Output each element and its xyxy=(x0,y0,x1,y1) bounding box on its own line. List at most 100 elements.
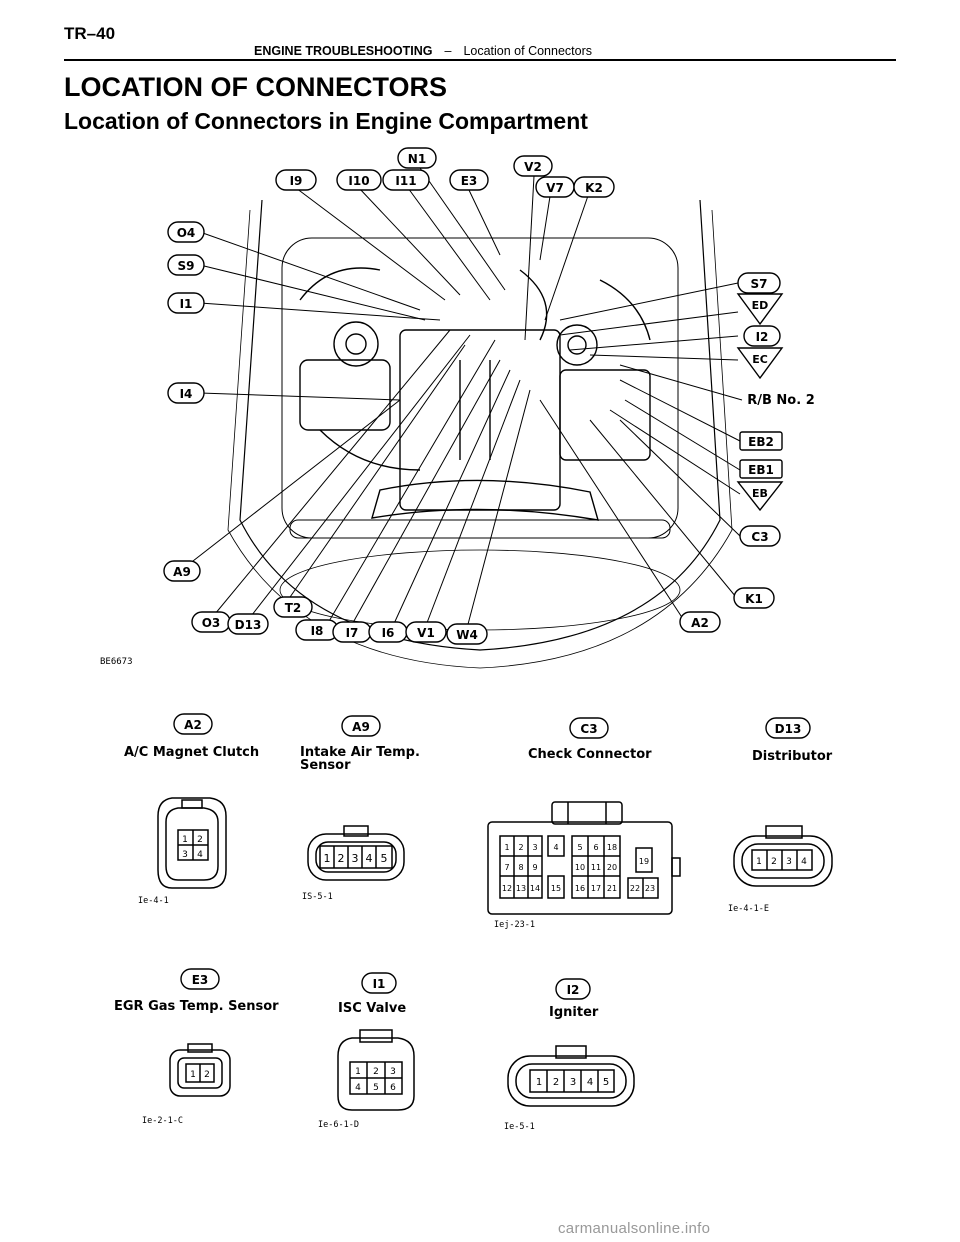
pin-I1-2: 2 xyxy=(373,1067,379,1077)
leader-lines xyxy=(183,167,743,629)
callout-S9: S9 xyxy=(178,259,195,273)
connector-code-I1: Ie-6-1-D xyxy=(318,1120,359,1130)
callout-ED: ED xyxy=(752,299,769,312)
callout-I2: I2 xyxy=(756,330,769,344)
connector-id-I1: I1 xyxy=(373,977,386,991)
pin-A9-2: 2 xyxy=(338,852,345,865)
pin-C3-9: 9 xyxy=(532,863,537,872)
pin-I2-4: 4 xyxy=(587,1077,593,1088)
pin-C3-18: 18 xyxy=(607,843,617,852)
pin-I2-2: 2 xyxy=(553,1077,559,1088)
pin-C3-6: 6 xyxy=(593,843,598,852)
section-header: ENGINE TROUBLESHOOTING–Location of Conne… xyxy=(254,44,592,58)
figure-code: BE6673 xyxy=(100,657,133,667)
pin-C3-10: 10 xyxy=(575,863,585,872)
footer-watermark: carmanualsonline.info xyxy=(558,1220,711,1237)
connector-id-pills xyxy=(173,713,811,1000)
callout-EC: EC xyxy=(752,353,768,366)
pin-C3-20: 20 xyxy=(607,863,617,872)
connector-name-C3: Check Connector xyxy=(528,747,652,762)
pin-E3-2: 2 xyxy=(204,1070,210,1080)
pin-A9-4: 4 xyxy=(366,852,373,865)
pin-C3-15: 15 xyxy=(551,884,561,893)
callout-I8: I8 xyxy=(311,624,324,638)
connector-name-A9: Intake Air Temp.Sensor xyxy=(300,746,420,772)
section-separator: – xyxy=(444,44,452,58)
pin-I1-6: 6 xyxy=(390,1083,396,1093)
connector-code-I2: Ie-5-1 xyxy=(504,1122,535,1132)
pin-I1-1: 1 xyxy=(355,1067,361,1077)
pin-A2-3: 3 xyxy=(182,850,188,860)
pin-A9-5: 5 xyxy=(381,852,388,865)
callout-W4: W4 xyxy=(456,628,478,642)
connector-code-D13: Ie-4-1-E xyxy=(728,904,769,914)
pin-I2-3: 3 xyxy=(570,1077,576,1088)
connector-A9-face xyxy=(307,825,405,881)
connector-C3-face xyxy=(487,801,681,915)
callout-shapes xyxy=(163,147,784,645)
callout-V7: V7 xyxy=(546,181,564,195)
connector-id-A9: A9 xyxy=(352,720,370,734)
pin-C3-17: 17 xyxy=(591,884,601,893)
connector-name-A2: A/C Magnet Clutch xyxy=(124,745,260,760)
callout-A2: A2 xyxy=(691,616,709,630)
callout-V2: V2 xyxy=(524,160,542,174)
callout-E3: E3 xyxy=(461,174,478,188)
pin-E3-1: 1 xyxy=(190,1070,196,1080)
connector-I1-face xyxy=(337,1029,415,1111)
connector-id-D13: D13 xyxy=(775,722,802,736)
callout-EB2: EB2 xyxy=(748,435,774,449)
pin-D13-1: 1 xyxy=(756,857,762,867)
connector-name-A9-line1: Intake Air Temp. xyxy=(300,745,420,760)
callout-RB-No2: R/B No. 2 xyxy=(747,393,815,408)
callout-N1: N1 xyxy=(408,152,426,166)
pin-C3-19: 19 xyxy=(639,857,649,866)
connector-id-I2: I2 xyxy=(567,983,580,997)
pin-C3-14: 14 xyxy=(530,884,540,893)
page-title: LOCATION OF CONNECTORS xyxy=(64,72,447,102)
pin-C3-3: 3 xyxy=(532,843,537,852)
pin-D13-2: 2 xyxy=(771,857,777,867)
pin-D13-3: 3 xyxy=(786,857,792,867)
pin-A9-3: 3 xyxy=(352,852,359,865)
connector-id-E3: E3 xyxy=(192,973,209,987)
callout-EB: EB xyxy=(752,487,768,500)
page-subtitle: Location of Connectors in Engine Compart… xyxy=(64,108,588,134)
connector-code-E3: Ie-2-1-C xyxy=(142,1116,183,1126)
pin-I1-5: 5 xyxy=(373,1083,379,1093)
callout-O3: O3 xyxy=(202,616,221,630)
connector-A2-face xyxy=(157,797,227,889)
pin-C3-1: 1 xyxy=(504,843,509,852)
pin-C3-11: 11 xyxy=(591,863,601,872)
connector-E3-face xyxy=(169,1043,231,1097)
callout-I7: I7 xyxy=(346,626,359,640)
callout-S7: S7 xyxy=(751,277,768,291)
pin-A2-4: 4 xyxy=(197,850,203,860)
pin-C3-21: 21 xyxy=(607,884,617,893)
callout-I10: I10 xyxy=(348,174,369,188)
connector-id-C3: C3 xyxy=(580,722,597,736)
callout-T2: T2 xyxy=(285,601,302,615)
connector-code-A9: IS-5-1 xyxy=(302,892,333,902)
connector-id-A2: A2 xyxy=(184,718,202,732)
callout-I11: I11 xyxy=(395,174,416,188)
callout-C3: C3 xyxy=(751,530,768,544)
callout-EB1: EB1 xyxy=(748,463,774,477)
pin-C3-23: 23 xyxy=(645,884,655,893)
pin-C3-13: 13 xyxy=(516,884,526,893)
connector-name-D13: Distributor xyxy=(752,749,833,764)
connector-code-C3: Iej-23-1 xyxy=(494,920,535,930)
connector-code-A2: Ie-4-1 xyxy=(138,896,169,906)
callout-I6: I6 xyxy=(382,626,395,640)
connector-name-A9-line2: Sensor xyxy=(300,758,351,773)
pin-C3-12: 12 xyxy=(502,884,512,893)
pin-I1-4: 4 xyxy=(355,1083,361,1093)
page-number: TR–40 xyxy=(64,24,116,43)
pin-A2-2: 2 xyxy=(197,835,203,845)
callout-K1: K1 xyxy=(745,592,763,606)
pin-I2-5: 5 xyxy=(603,1077,609,1088)
pin-A9-1: 1 xyxy=(324,852,331,865)
pin-C3-8: 8 xyxy=(518,863,523,872)
callout-I4: I4 xyxy=(180,387,193,401)
